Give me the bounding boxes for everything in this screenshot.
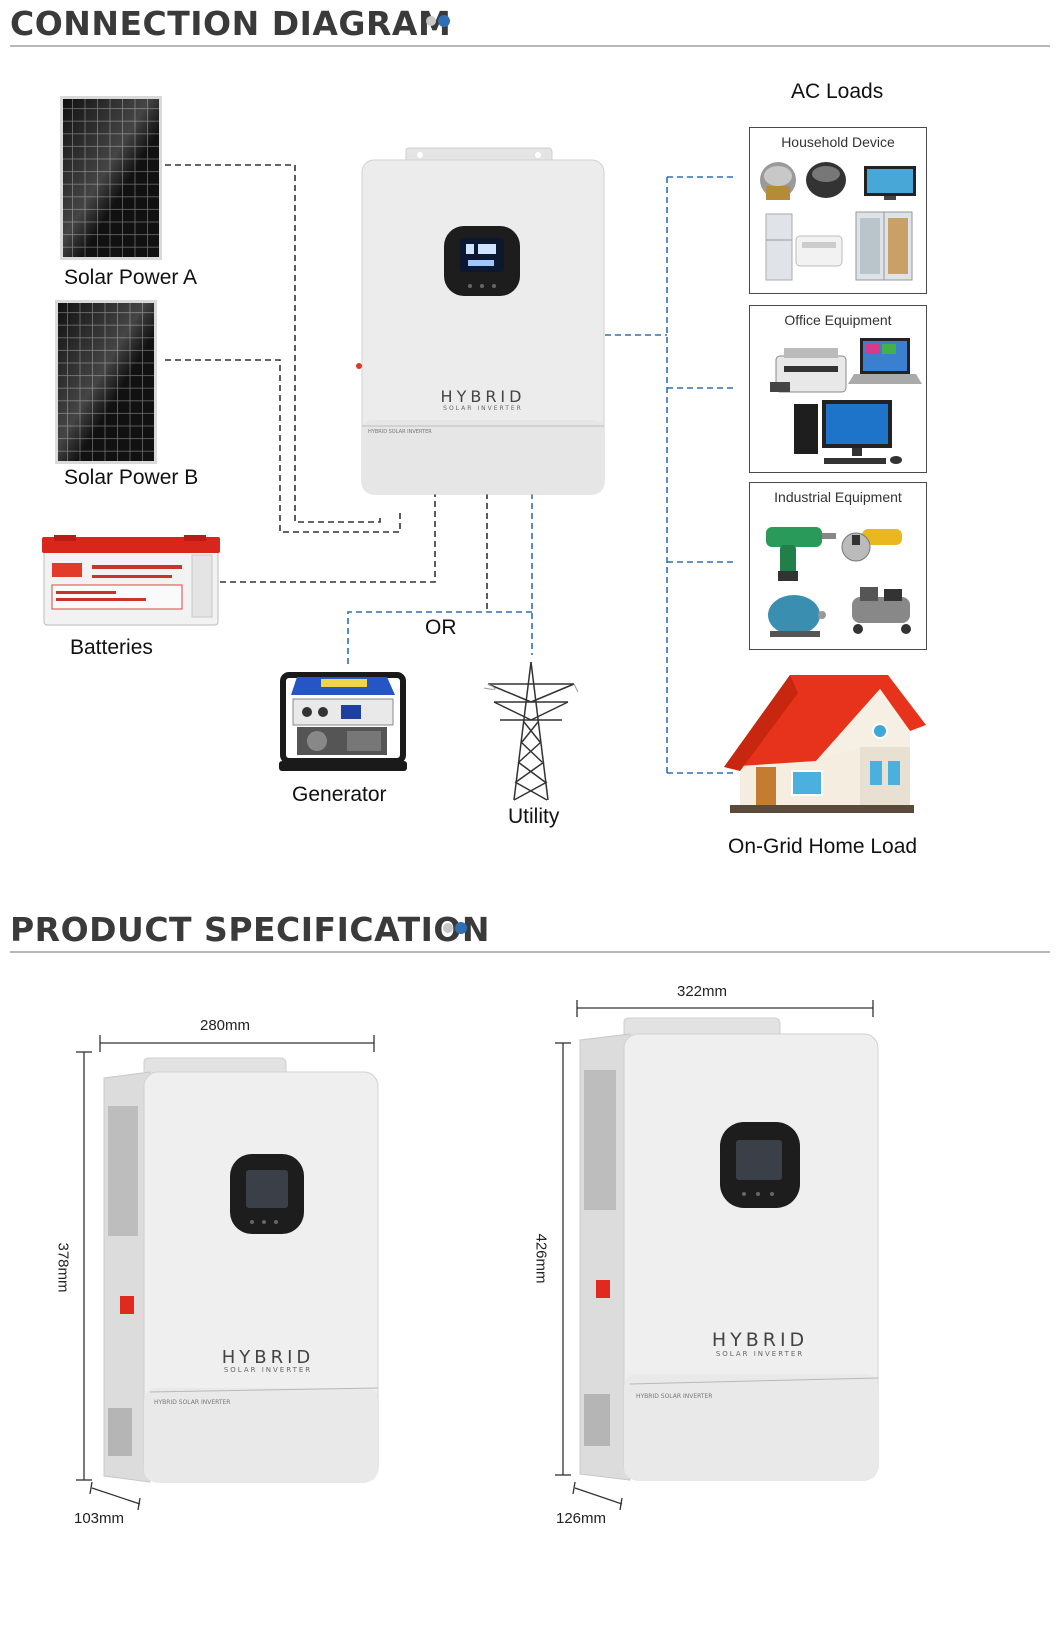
inverter-brand-text: HYBRID: [441, 387, 526, 406]
office-equipment-title: Office Equipment: [784, 312, 892, 328]
generator-icon: [279, 672, 407, 771]
industrial-equipment-icon: [766, 527, 911, 637]
ac-loads-label: AC Loads: [791, 80, 884, 103]
house-icon: [724, 675, 926, 813]
left-depth-label: 103mm: [74, 1510, 125, 1527]
utility-label: Utility: [508, 805, 560, 828]
right-inverter-brand: HYBRID: [712, 1329, 808, 1351]
utility-tower-icon: [483, 661, 579, 801]
household-device-box: Household Device: [749, 127, 927, 294]
inverter-sub-text: SOLAR INVERTER: [443, 405, 523, 412]
inverter-strip-text: HYBRID SOLAR INVERTER: [368, 429, 432, 435]
connection-lines: [165, 164, 735, 774]
hybrid-inverter-center: HYBRID SOLAR INVERTER HYBRID SOLAR INVER…: [356, 147, 605, 495]
connection-title-rule: [10, 45, 1050, 47]
left-width-label: 280mm: [200, 1017, 251, 1034]
office-equipment-box: Office Equipment: [749, 305, 927, 473]
solar-b-line: [165, 359, 401, 533]
battery-line: [220, 493, 436, 583]
solar-panel-b-icon: [55, 300, 157, 464]
industrial-equipment-box: Industrial Equipment: [749, 482, 927, 650]
right-height-label: 426mm: [532, 1233, 550, 1284]
right-depth-label: 126mm: [556, 1510, 607, 1527]
spec-title-rule: [10, 951, 1050, 953]
office-equipment-icon: [770, 338, 922, 464]
industrial-equipment-title: Industrial Equipment: [774, 489, 902, 505]
right-inverter-image: HYBRID SOLAR INVERTER HYBRID SOLAR INVER…: [579, 1017, 879, 1481]
solar-a-line: [165, 164, 381, 523]
spec-title-dots-icon: [443, 922, 467, 934]
product-specification-title: PRODUCT SPECIFICATION: [10, 910, 491, 949]
batteries-label: Batteries: [70, 636, 153, 659]
solar-b-label: Solar Power B: [64, 466, 199, 489]
right-inverter-strip: HYBRID SOLAR INVERTER: [636, 1393, 712, 1400]
left-inverter-image: HYBRID SOLAR INVERTER HYBRID SOLAR INVER…: [103, 1057, 379, 1483]
generator-line-blue: [347, 611, 532, 668]
household-appliances-icon: [760, 162, 916, 281]
left-inverter-sub: SOLAR INVERTER: [224, 1366, 312, 1374]
household-device-title: Household Device: [781, 134, 895, 150]
battery-icon: [42, 535, 220, 626]
connection-diagram-title: CONNECTION DIAGRAM: [10, 4, 452, 43]
left-inverter-brand: HYBRID: [222, 1347, 315, 1368]
solar-panel-a-icon: [60, 96, 162, 260]
left-inverter-strip: HYBRID SOLAR INVERTER: [154, 1399, 230, 1406]
left-height-label: 378mm: [54, 1242, 72, 1293]
on-grid-home-load-label: On-Grid Home Load: [728, 835, 918, 858]
or-label: OR: [425, 616, 457, 639]
generator-label: Generator: [292, 783, 387, 806]
right-inverter-sub: SOLAR INVERTER: [716, 1350, 804, 1358]
solar-a-label: Solar Power A: [64, 266, 198, 289]
right-width-label: 322mm: [677, 983, 728, 1000]
title-dots-icon: [426, 15, 450, 27]
